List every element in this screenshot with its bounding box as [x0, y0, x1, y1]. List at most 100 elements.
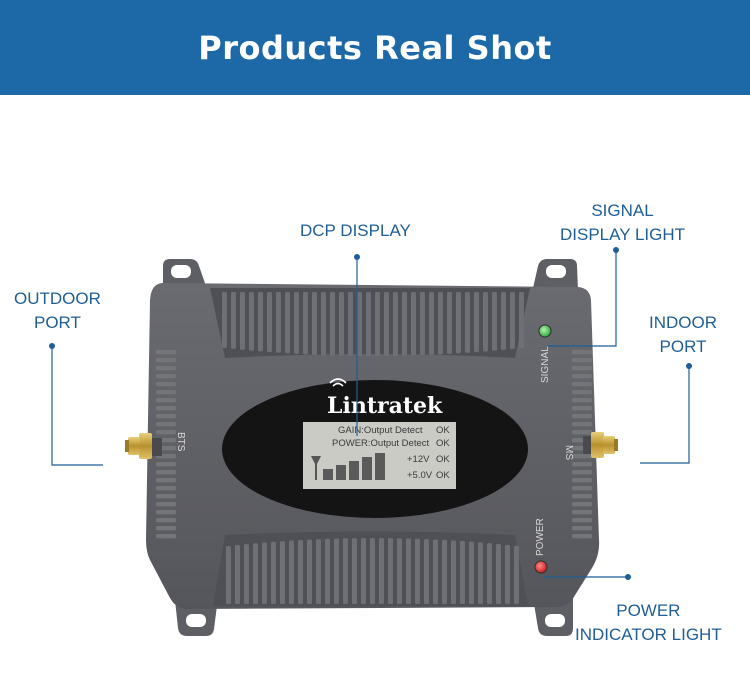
side-fin: [572, 462, 592, 467]
fin: [307, 539, 312, 604]
side-fin: [572, 350, 592, 355]
outdoor-port-connector: [125, 433, 162, 459]
fin: [276, 292, 281, 353]
callout-power-light: POWER INDICATOR LIGHT: [575, 601, 722, 644]
fin: [420, 292, 425, 356]
side-fin: [572, 430, 592, 435]
callout-dcp-display: DCP DISPLAY: [300, 219, 411, 243]
side-fin: [572, 358, 592, 363]
fin: [510, 292, 515, 350]
side-fin: [156, 494, 176, 499]
fin: [226, 546, 231, 604]
bottom-fins: [226, 538, 519, 604]
fin: [325, 538, 330, 604]
lcd-power-line: POWER:Output Detect: [332, 438, 430, 449]
fin: [298, 540, 303, 604]
fin: [478, 542, 483, 604]
side-fin: [156, 526, 176, 531]
fin: [303, 292, 308, 355]
fin: [312, 292, 317, 355]
fin: [289, 540, 294, 604]
fin: [348, 292, 353, 356]
fin: [253, 543, 258, 604]
side-fin: [156, 486, 176, 491]
side-fin: [572, 414, 592, 419]
side-fin: [572, 478, 592, 483]
fin: [474, 292, 479, 353]
fin: [447, 292, 452, 354]
ms-port-label: MS: [563, 445, 574, 460]
fin: [231, 292, 236, 349]
side-fin: [572, 526, 592, 531]
side-fin: [156, 430, 176, 435]
fin: [240, 292, 245, 350]
callout-dcp-display-text: DCP DISPLAY: [300, 221, 411, 240]
side-fin: [156, 414, 176, 419]
lcd-gain-line: GAIN:Output Detect: [338, 425, 423, 436]
fin: [330, 292, 335, 356]
side-fin: [156, 366, 176, 371]
fin: [334, 538, 339, 604]
fin: [235, 545, 240, 604]
fin: [406, 538, 411, 604]
side-fin: [156, 390, 176, 395]
page-title: Products Real Shot: [198, 28, 552, 67]
side-fin: [572, 422, 592, 427]
fin: [451, 540, 456, 604]
lcd-gain-status: OK: [436, 425, 450, 436]
fin: [361, 538, 366, 604]
fin: [280, 541, 285, 604]
side-fin: [156, 502, 176, 507]
signal-label: SIGNAL: [540, 346, 551, 383]
fin: [429, 292, 434, 355]
side-fin: [156, 510, 176, 515]
fin: [285, 292, 290, 354]
fin: [483, 292, 488, 352]
lcd-12v-status: OK: [436, 454, 450, 465]
indoor-port-connector: [583, 432, 618, 458]
fin: [294, 292, 299, 354]
callout-signal-light: SIGNAL DISPLAY LIGHT: [560, 201, 686, 244]
fin: [352, 538, 357, 604]
signal-strength-bars: [323, 453, 385, 480]
callout-outdoor-port: OUTDOOR PORT: [14, 289, 101, 332]
fin: [258, 292, 263, 352]
power-led: [534, 560, 548, 574]
callout-lines: [51, 250, 690, 578]
fin: [442, 539, 447, 604]
fin: [469, 541, 474, 604]
side-fin: [156, 382, 176, 387]
side-fin: [572, 518, 592, 523]
fin: [267, 292, 272, 353]
fin: [375, 292, 380, 356]
side-fin: [572, 486, 592, 491]
callout-indoor-port: INDOOR PORT: [649, 313, 717, 356]
fin: [505, 544, 510, 604]
side-fin: [156, 406, 176, 411]
fin: [496, 543, 501, 604]
fin: [343, 538, 348, 604]
fin: [393, 292, 398, 356]
side-fin: [156, 478, 176, 483]
side-fin: [156, 358, 176, 363]
side-fin: [156, 470, 176, 475]
side-fin: [572, 502, 592, 507]
side-fin: [156, 534, 176, 539]
fin: [339, 292, 344, 356]
fin: [460, 541, 465, 604]
brand-logo: Lintratek: [327, 393, 443, 419]
side-fin: [572, 374, 592, 379]
fin: [397, 538, 402, 604]
fin: [456, 292, 461, 354]
side-fin: [572, 494, 592, 499]
side-fin: [156, 422, 176, 427]
fin: [262, 542, 267, 604]
fin: [411, 292, 416, 356]
side-fin: [156, 374, 176, 379]
fin: [487, 543, 492, 604]
side-fin: [156, 518, 176, 523]
fin: [316, 539, 321, 604]
fin: [519, 292, 524, 349]
fin: [366, 292, 371, 356]
